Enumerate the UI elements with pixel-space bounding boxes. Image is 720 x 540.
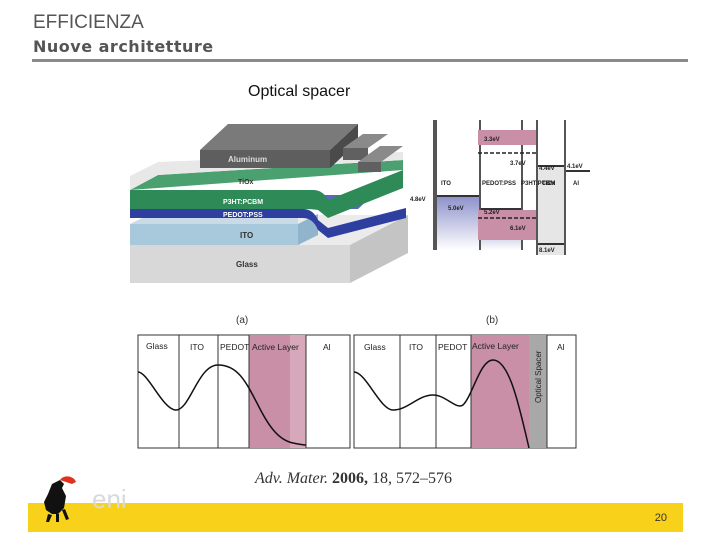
energy-col-pedot: PEDOT:PSS xyxy=(482,181,516,187)
profile-b-spacer: Optical Spacer xyxy=(534,350,543,403)
profile-a-glass: Glass xyxy=(146,341,168,351)
energy-col-al: Al xyxy=(573,181,579,187)
layer-label-aluminum: Aluminum xyxy=(228,155,267,164)
profile-b-active: Active Layer xyxy=(472,341,519,351)
optical-spacer-region xyxy=(529,335,547,448)
energy-level-6-1: 6.1eV xyxy=(510,226,526,232)
pedot-front xyxy=(130,208,406,238)
field-profile-b: Glass ITO PEDOT Active Layer Optical Spa… xyxy=(353,334,577,449)
energy-col-p3ht: P3HT:PCBM xyxy=(521,181,555,187)
layer-label-tiox: TiOx xyxy=(238,179,254,186)
logo-wordmark: eni xyxy=(92,484,127,514)
energy-col-ito: ITO xyxy=(441,181,451,187)
panel-a-label: (a) xyxy=(236,315,248,326)
field-profile-a: Glass ITO PEDOT Active Layer Al xyxy=(137,334,351,449)
citation-ref: 18, 572–576 xyxy=(372,470,453,487)
aluminum-side xyxy=(330,124,358,168)
energy-level-5-2: 5.2eV xyxy=(484,210,500,216)
field-curve-a xyxy=(137,364,307,446)
panel-b-label: (b) xyxy=(486,315,498,326)
ito-front xyxy=(130,224,298,245)
glass-front xyxy=(130,245,350,283)
slide-subtitle: Nuove architetture xyxy=(33,37,214,56)
aluminum-front xyxy=(200,150,330,168)
layer-label-p3ht: P3HT:PCBM xyxy=(223,199,263,206)
device-figure: Aluminum TiOx P3HT:PCBM PEDOT:PSS ITO Gl… xyxy=(130,120,590,449)
energy-level-3-3: 3.3eV xyxy=(484,137,500,143)
slide-title: EFFICIENZA xyxy=(33,12,144,33)
footer-bar: 20 xyxy=(28,503,683,532)
profile-b-pedot: PEDOT xyxy=(438,342,467,352)
energy-level-4-1: 4.1eV xyxy=(567,164,583,170)
profile-a-ito: ITO xyxy=(190,342,204,352)
page-number: 20 xyxy=(654,512,667,524)
profile-b-glass: Glass xyxy=(364,342,386,352)
device-stack: Aluminum TiOx P3HT:PCBM PEDOT:PSS ITO Gl… xyxy=(130,124,408,283)
glass-side xyxy=(350,215,408,283)
figure-caption: Optical spacer xyxy=(248,83,351,100)
energy-level-3-7: 3.7eV xyxy=(510,161,526,167)
six-legged-dog-icon xyxy=(44,476,76,522)
profile-a-pedot: PEDOT xyxy=(220,342,249,352)
energy-level-8-1: 8.1eV xyxy=(539,248,555,254)
aluminum-top xyxy=(200,124,358,150)
citation-year: 2006, xyxy=(332,470,369,487)
field-curve-b xyxy=(353,359,530,449)
p3ht-front xyxy=(130,170,403,218)
energy-col-tiox: TiOx xyxy=(542,181,556,187)
profile-a-al: Al xyxy=(323,342,331,352)
eni-logo: eni xyxy=(44,476,127,522)
energy-level-4-8: 4.8eV xyxy=(410,197,426,203)
citation: Adv. Mater. 2006, 18, 572–576 xyxy=(255,470,452,488)
citation-journal: Adv. Mater. xyxy=(255,470,329,487)
active-layer-region-b xyxy=(471,335,529,448)
profile-a-active: Active Layer xyxy=(252,342,299,352)
layer-label-pedot: PEDOT:PSS xyxy=(223,212,263,219)
title-divider xyxy=(32,59,688,62)
energy-diagram: ITO PEDOT:PSS P3HT:PCBM TiOx Al 3.3eV 3.… xyxy=(410,120,590,255)
p3ht-top xyxy=(130,160,403,190)
active-layer-region-a xyxy=(249,335,290,448)
energy-level-4-4: 4.4eV xyxy=(539,166,555,172)
energy-level-5-0: 5.0eV xyxy=(448,206,464,212)
layer-label-ito: ITO xyxy=(240,231,253,240)
layer-label-glass: Glass xyxy=(236,260,258,269)
profile-b-ito: ITO xyxy=(409,342,423,352)
profile-b-al: Al xyxy=(557,342,565,352)
